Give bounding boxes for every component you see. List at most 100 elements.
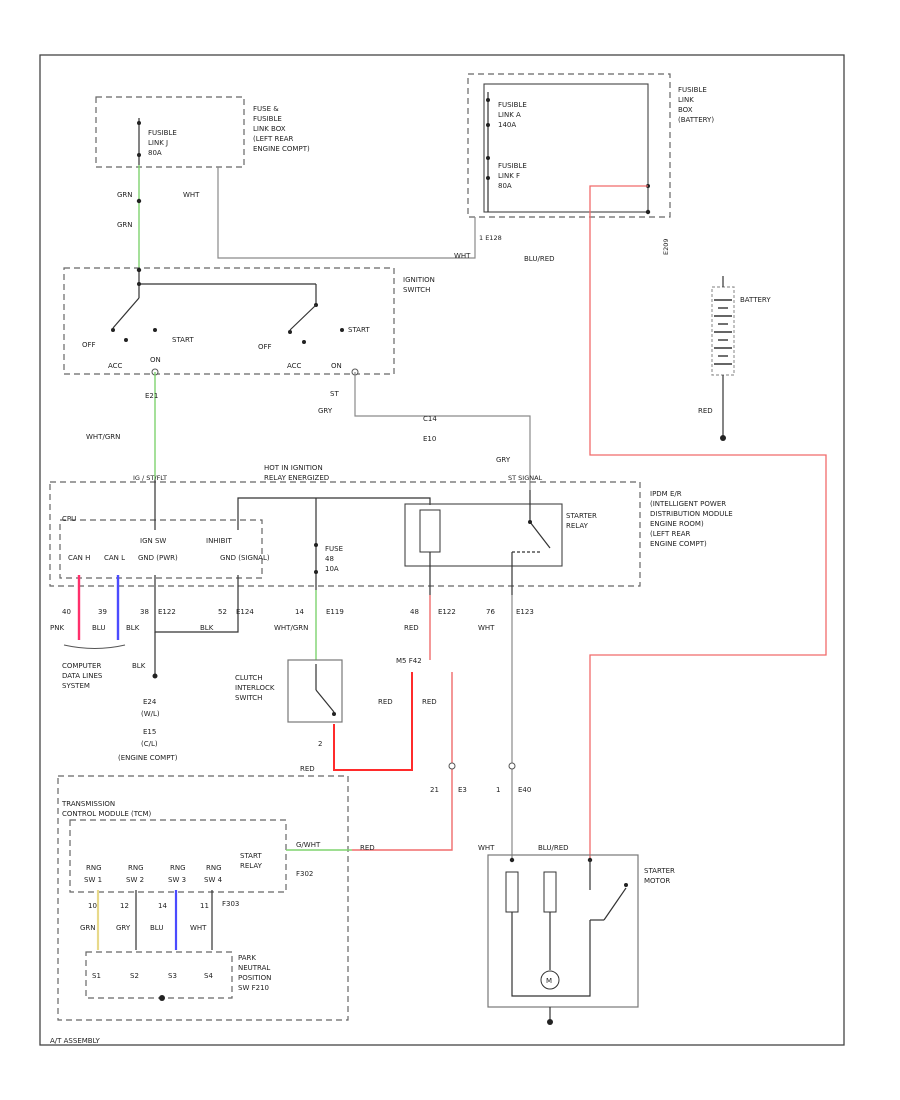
ign-off-1: OFF <box>82 341 96 349</box>
wire-label-gry-relay: GRY <box>496 456 511 464</box>
ignition-switch-title-2: SWITCH <box>403 286 430 294</box>
fusible-link-a-line-2: LINK A <box>498 111 521 119</box>
clutch-title-2: INTERLOCK <box>235 684 275 692</box>
tcm-start-relay-1: START <box>240 852 262 860</box>
diagram-frame <box>39 54 845 1046</box>
transmission-control-module: TRANSMISSION CONTROL MODULE (TCM) START … <box>57 775 375 1021</box>
ipdm-title-1: IPDM E/R <box>650 490 682 498</box>
hot-in-ignition-2: RELAY ENERGIZED <box>264 474 329 482</box>
starter-motor: STARTER MOTOR M <box>487 854 675 1025</box>
conn-pin-21: 21 <box>430 786 439 794</box>
ipdm-title-4: ENGINE ROOM) <box>650 520 704 528</box>
data-lines-3: SYSTEM <box>62 682 90 690</box>
joint-label: M5 F42 <box>396 657 422 665</box>
fusible-link-box-title-1: FUSIBLE <box>678 86 707 94</box>
ipdm-title-6: ENGINE COMPT) <box>650 540 707 548</box>
battery: BATTERY RED <box>698 276 771 441</box>
rng-2: RNG <box>128 864 144 872</box>
wire-label-blk: BLK <box>200 624 214 632</box>
fusible-link-box-title-4: (BATTERY) <box>678 116 714 124</box>
wire-label-wht-grn: WHT/GRN <box>86 433 120 441</box>
rng-sw-4: SW 4 <box>204 876 223 884</box>
ign-sw-label: IGN SW <box>140 537 166 545</box>
fuse-box-title-1: FUSE & <box>253 105 279 113</box>
ipdm-title-2: (INTELLIGENT POWER <box>650 500 726 508</box>
rng-sw-3: SW 3 <box>168 876 186 884</box>
ign-acc-2: ACC <box>287 362 302 370</box>
starter-motor-line-1: STARTER <box>644 867 675 875</box>
wire-label-blu-red-motor: BLU/RED <box>538 844 569 852</box>
ign-on-2: ON <box>331 362 342 370</box>
at-assembly-label: A/T ASSEMBLY <box>50 1037 101 1045</box>
ign-acc-1: ACC <box>108 362 123 370</box>
wire-label-g-wht: G/WHT <box>296 841 321 849</box>
motor-m-label: M <box>546 977 552 985</box>
tcm-pin-14: 14 <box>158 902 167 910</box>
fuse-48-line-3: 10A <box>325 565 339 573</box>
conn-e119: E119 <box>326 608 344 616</box>
tcm-title-1: TRANSMISSION <box>61 800 115 808</box>
wire-label-blk-2: BLK <box>126 624 140 632</box>
pnp-s4: S4 <box>204 972 213 980</box>
fuse-48-line-2: 48 <box>325 555 334 563</box>
label-st: ST <box>330 390 339 398</box>
fusible-link-j-line-1: FUSIBLE <box>148 129 177 137</box>
fusible-link-a-line-3: 140A <box>498 121 516 129</box>
pnp-s2: S2 <box>130 972 139 980</box>
fuse-box-title-5: ENGINE COMPT) <box>253 145 310 153</box>
tcm-pin-10: 10 <box>88 902 97 910</box>
ig-st-label: IG / ST/FLT <box>133 474 167 482</box>
wire-label-grn-2: GRN <box>117 221 133 229</box>
pin-39: 39 <box>98 608 107 616</box>
pin-52: 52 <box>218 608 227 616</box>
red-tcm-wire <box>352 672 453 851</box>
rng-4: RNG <box>206 864 222 872</box>
wire-label-gry-st: GRY <box>318 407 333 415</box>
pnp-s3: S3 <box>168 972 177 980</box>
pin-48: 48 <box>410 608 419 616</box>
tcm-title-2: CONTROL MODULE (TCM) <box>62 810 152 818</box>
ipdm-pin-row: 40 39 38 E122 52 E124 14 E119 48 E122 76… <box>62 608 534 616</box>
fuse-box-title-3: LINK BOX <box>253 125 286 133</box>
ground-5: (ENGINE COMPT) <box>118 754 178 762</box>
clutch-title-1: CLUTCH <box>235 674 263 682</box>
pnp-s1: S1 <box>92 972 101 980</box>
fusible-link-f-line-1: FUSIBLE <box>498 162 527 170</box>
fuse-box-title-4: (LEFT REAR <box>253 135 294 143</box>
wire-label-gry-tcm: GRY <box>116 924 131 932</box>
tcm-start-relay-2: RELAY <box>240 862 263 870</box>
pnp-line-3: POSITION <box>238 974 271 982</box>
fusible-link-box-title-3: BOX <box>678 106 693 114</box>
tcm-f302: F302 <box>296 870 313 878</box>
clutch-title-3: SWITCH <box>235 694 262 702</box>
data-lines-1: COMPUTER <box>62 662 101 670</box>
wire-label-blu-red-top: BLU/RED <box>524 255 555 263</box>
ipdm-title-5: (LEFT REAR <box>650 530 691 538</box>
conn-e122-b: E122 <box>438 608 456 616</box>
ipdm-er: IPDM E/R (INTELLIGENT POWER DISTRIBUTION… <box>49 464 733 595</box>
ipdm-title-3: DISTRIBUTION MODULE <box>650 510 733 518</box>
fusible-link-box-battery: FUSIBLE LINK BOX (BATTERY) FUSIBLE LINK … <box>467 73 714 255</box>
rng-sw-1: SW 1 <box>84 876 102 884</box>
pnp-line-4: SW F210 <box>238 984 269 992</box>
blu-red-feed-wire <box>589 185 827 860</box>
label-e10: E10 <box>423 435 436 443</box>
wire-label-red-left: RED <box>378 698 393 706</box>
rng-sw-2: SW 2 <box>126 876 144 884</box>
pin-38: 38 <box>140 608 149 616</box>
wire-label-red-right: RED <box>422 698 437 706</box>
inhibit-label: INHIBIT <box>206 537 232 545</box>
ground-3: E15 <box>143 728 156 736</box>
pin-76: 76 <box>486 608 495 616</box>
wire-label-wht-motor: WHT <box>478 844 495 852</box>
fusible-link-a-line-1: FUSIBLE <box>498 101 527 109</box>
cpu-label: CPU <box>62 515 76 523</box>
can-l-label: CAN L <box>104 554 125 562</box>
battery-wire-label: RED <box>698 407 713 415</box>
connector-e128: 1 E128 <box>479 234 502 242</box>
ign-start-2: START <box>348 326 370 334</box>
ground-4: (C/L) <box>141 740 158 748</box>
starter-motor-line-2: MOTOR <box>644 877 670 885</box>
tcm-f303: F303 <box>222 900 239 908</box>
